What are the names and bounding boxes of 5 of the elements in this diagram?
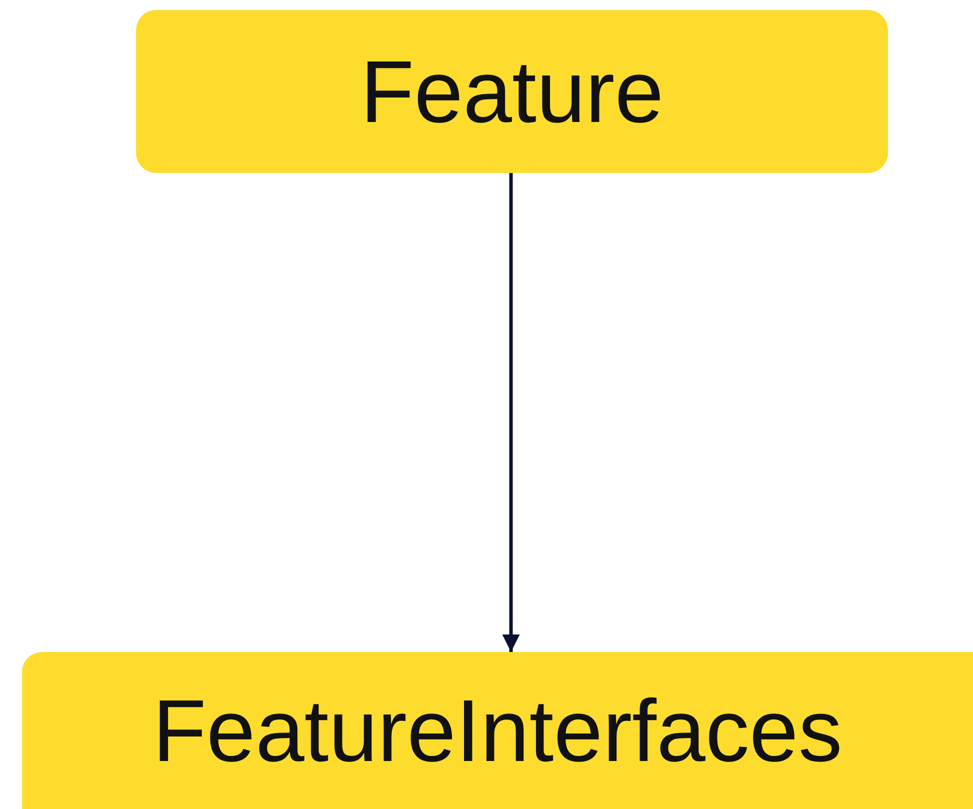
- box-label: FeatureInterfaces: [152, 686, 842, 774]
- process-box: [136, 10, 888, 173]
- box-label: Feature: [360, 48, 664, 136]
- process-box: [22, 652, 973, 809]
- arrow: [502, 173, 520, 652]
